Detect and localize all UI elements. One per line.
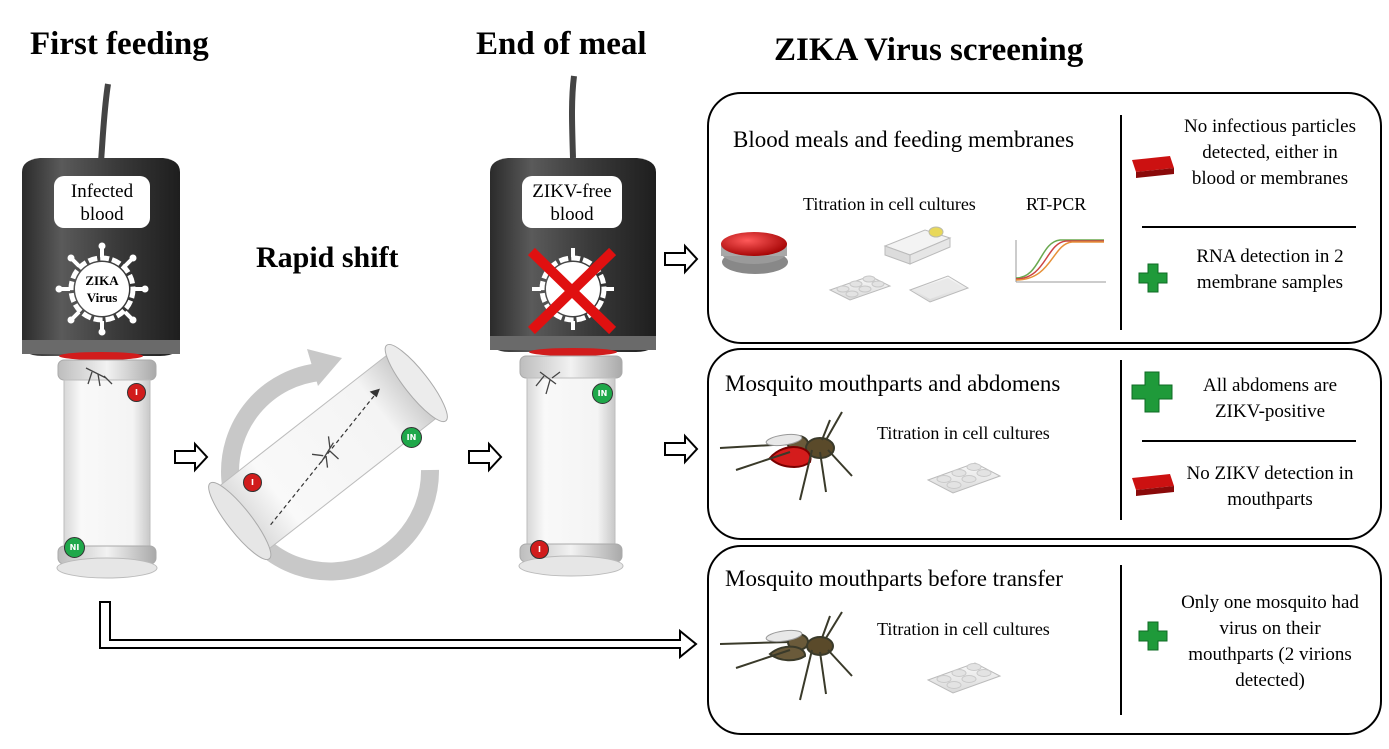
mosquito-icon — [719, 611, 853, 701]
panel1-divider — [1120, 115, 1122, 330]
panel2-titration-caption: Titration in cell cultures — [877, 423, 1050, 443]
tube3-marker-infected: I — [530, 540, 549, 559]
panel1-titration-caption: Titration in cell cultures — [803, 194, 976, 214]
panel2-result-divider — [1142, 440, 1356, 442]
panel3-result: Only one mosquito had virus on their mou… — [1181, 592, 1359, 691]
plus-icon — [1131, 371, 1173, 413]
culture-flask-icon — [883, 226, 952, 265]
tube1-marker-infected: I — [127, 383, 146, 402]
panel3-titration-caption: Titration in cell cultures — [877, 619, 1050, 639]
well-plate-6-icon — [926, 462, 1002, 494]
panel2-result-positive: All abdomens are ZIKV-positive — [1202, 375, 1337, 422]
minus-icon — [1132, 474, 1174, 496]
tube3-marker-noninfected: IN — [592, 383, 613, 404]
panel1-title: Blood meals and feeding membranes — [733, 127, 1075, 152]
end-of-meal-title: End of meal — [476, 26, 647, 62]
minus-icon — [1132, 156, 1174, 178]
zikv-free-blood-label: ZIKV-free blood — [522, 176, 622, 228]
plus-icon — [1138, 621, 1168, 651]
panel1-result-positive: RNA detection in 2 membrane samples — [1196, 246, 1344, 293]
well-plate-6-icon — [828, 275, 892, 301]
panel-blood-meals — [707, 92, 1382, 344]
zika-virus-line2: Virus — [86, 290, 118, 305]
first-feeding-title: First feeding — [30, 26, 209, 62]
zika-virus-line1: ZIKA — [85, 273, 119, 288]
panel2-title: Mosquito mouthparts and abdomens — [725, 371, 1061, 396]
panel1-rtpcr-caption: RT-PCR — [1026, 194, 1087, 214]
well-plate-96-icon — [908, 275, 970, 303]
rapid-shift-title: Rapid shift — [256, 241, 399, 274]
tube2-marker-noninfected: IN — [401, 427, 422, 448]
screening-title: ZIKA Virus screening — [774, 32, 1084, 68]
tube2-marker-infected: I — [243, 473, 262, 492]
panel1-result-divider — [1142, 226, 1356, 228]
infected-blood-label: Infected blood — [54, 176, 150, 228]
rtpcr-curve-icon — [1015, 239, 1106, 283]
panel2-divider — [1120, 360, 1122, 520]
mosquito-engorged-icon — [719, 411, 853, 501]
panel1-result-negative: No infectious particles detected, either… — [1183, 116, 1356, 189]
plus-icon — [1138, 263, 1168, 293]
panel3-title: Mosquito mouthparts before transfer — [725, 566, 1063, 591]
well-plate-6-icon — [926, 662, 1002, 694]
tube1-marker-noninfected: NI — [64, 537, 85, 558]
panel3-divider — [1120, 565, 1122, 715]
panel2-result-negative: No ZIKV detection in mouthparts — [1186, 463, 1354, 510]
